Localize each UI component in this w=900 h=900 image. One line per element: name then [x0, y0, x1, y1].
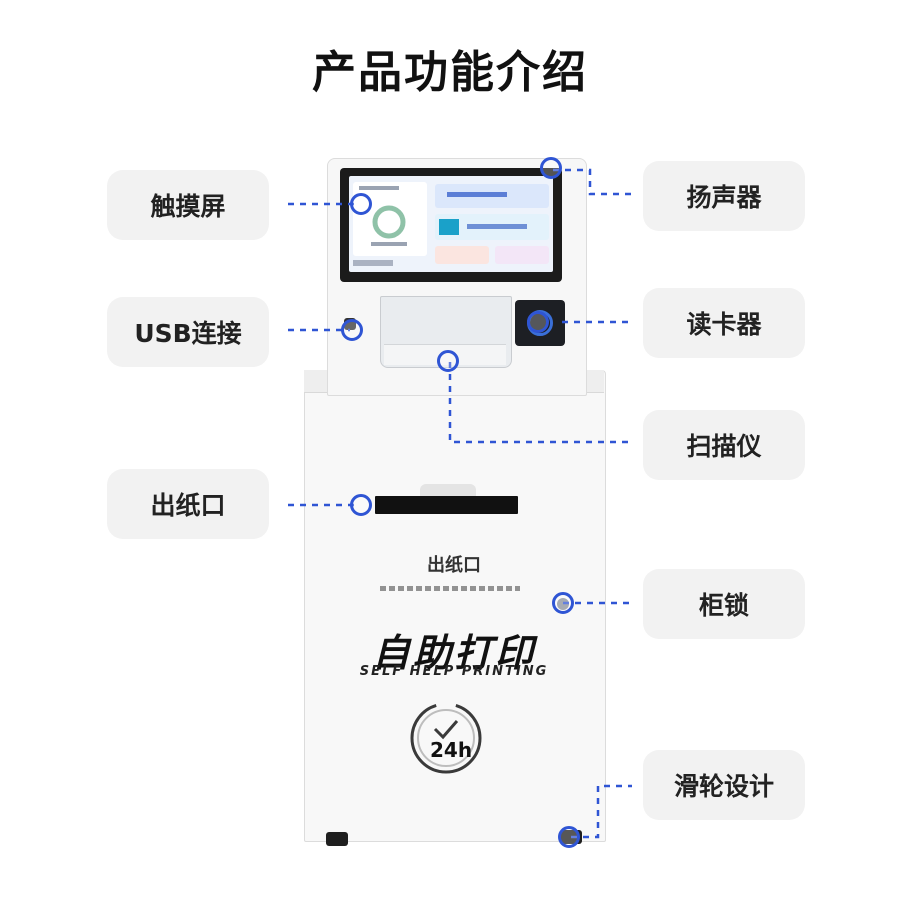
callout-paper-outlet: 出纸口: [107, 469, 269, 539]
marker-casters: [558, 826, 580, 848]
marker-usb: [341, 319, 363, 341]
callout-usb-label: USB连接: [134, 319, 242, 348]
paper-tab: [420, 484, 476, 496]
callout-casters: 滑轮设计: [643, 750, 805, 820]
callout-scanner-label: 扫描仪: [686, 432, 762, 461]
paper-outlet-slot: [375, 496, 518, 514]
connector-scanner: [448, 362, 632, 444]
clock-24h-icon: [410, 702, 482, 774]
caster-wheel-left: [326, 832, 348, 846]
connector-casters: [571, 784, 632, 839]
page-title: 产品功能介绍: [312, 47, 588, 98]
callout-usb: USB连接: [107, 297, 269, 367]
callout-touchscreen: 触摸屏: [107, 170, 269, 240]
callout-cabinet-lock: 柜锁: [643, 569, 805, 639]
callout-card-reader: 读卡器: [643, 288, 805, 358]
connector-speaker: [553, 168, 632, 196]
marker-scanner: [437, 350, 459, 372]
callout-cabinet-lock-label: 柜锁: [698, 591, 749, 620]
brand-subtitle: SELF HELP PRINTING: [359, 664, 549, 679]
callout-speaker: 扬声器: [643, 161, 805, 231]
paper-outlet-label: 出纸口: [427, 555, 481, 576]
marker-touchscreen: [350, 193, 372, 215]
callout-casters-label: 滑轮设计: [673, 772, 774, 801]
brand-title: 自助打印: [371, 631, 536, 675]
callout-paper-outlet-label: 出纸口: [150, 491, 226, 520]
callout-scanner: 扫描仪: [643, 410, 805, 480]
marker-cabinet-lock: [552, 592, 574, 614]
callout-speaker-label: 扬声器: [686, 183, 762, 212]
marker-paper-outlet: [350, 494, 372, 516]
marker-speaker: [540, 157, 562, 179]
callout-card-reader-label: 读卡器: [686, 310, 762, 339]
callout-touchscreen-label: 触摸屏: [150, 192, 226, 221]
paper-outlet-subtext: [380, 586, 520, 591]
clock-24h-text: 24h: [430, 738, 473, 762]
marker-card-reader: [527, 311, 549, 333]
